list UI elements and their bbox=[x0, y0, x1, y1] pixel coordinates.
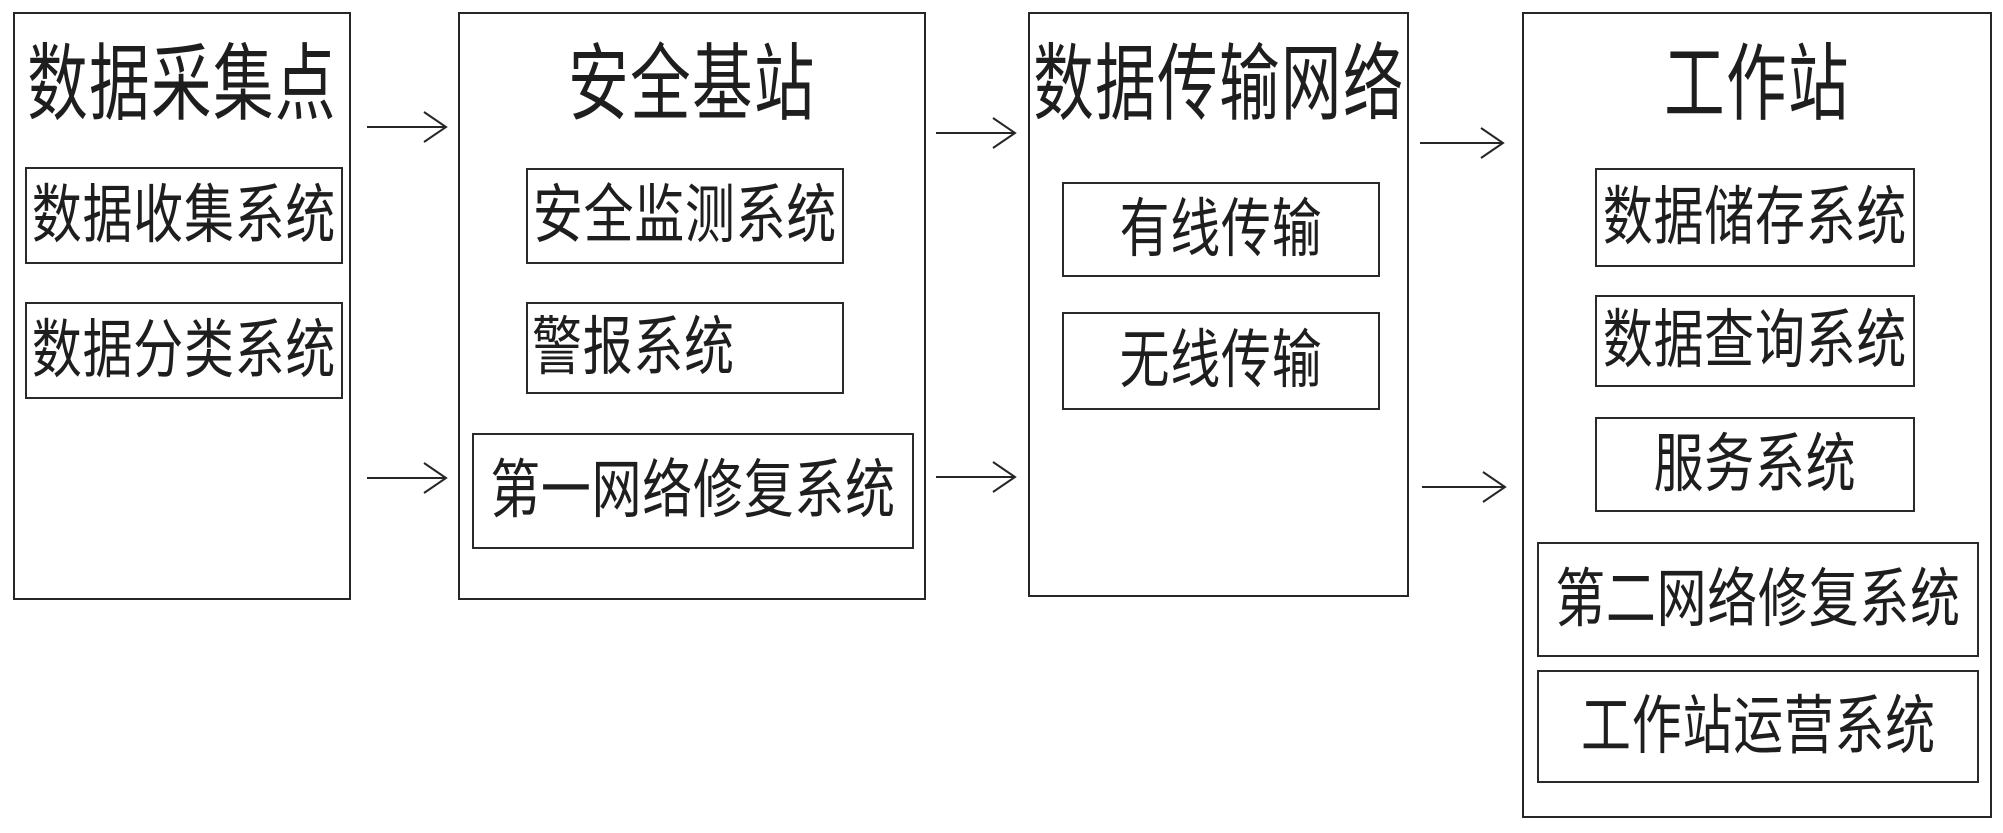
box-data-transmission-network: 数据传输网络 有线传输 无线传输 bbox=[1028, 12, 1409, 597]
subbox-wired-transmission: 有线传输 bbox=[1062, 182, 1380, 277]
subbox-data-storage-system: 数据储存系统 bbox=[1595, 168, 1915, 267]
box-title-security-base-station: 安全基站 bbox=[460, 30, 924, 142]
box-title-data-transmission-network: 数据传输网络 bbox=[1030, 30, 1407, 142]
title-text: 安全基站 bbox=[568, 39, 816, 132]
subbox-workstation-operation-system: 工作站运营系统 bbox=[1537, 670, 1979, 783]
subbox-data-classification-system: 数据分类系统 bbox=[25, 302, 343, 399]
subbox-data-query-system: 数据查询系统 bbox=[1595, 295, 1915, 387]
box-security-base-station: 安全基站 安全监测系统 警报系统 第一网络修复系统 bbox=[458, 12, 926, 600]
subbox-alarm-system: 警报系统 bbox=[526, 302, 844, 394]
subbox-second-network-repair-system: 第二网络修复系统 bbox=[1537, 542, 1979, 657]
box-title-data-collection-point: 数据采集点 bbox=[15, 30, 349, 142]
box-workstation: 工作站 数据储存系统 数据查询系统 服务系统 第二网络修复系统 工作站运营系统 bbox=[1522, 12, 1992, 818]
title-text: 数据采集点 bbox=[27, 39, 337, 132]
subbox-label: 有线传输 bbox=[1119, 193, 1323, 265]
subbox-label: 数据查询系统 bbox=[1602, 305, 1908, 376]
subbox-data-collection-system: 数据收集系统 bbox=[25, 167, 343, 264]
subbox-first-network-repair-system: 第一网络修复系统 bbox=[472, 433, 914, 549]
subbox-label: 数据储存系统 bbox=[1602, 181, 1908, 253]
title-text: 数据传输网络 bbox=[1032, 39, 1405, 132]
subbox-label: 第二网络修复系统 bbox=[1555, 563, 1961, 635]
subbox-wireless-transmission: 无线传输 bbox=[1062, 312, 1380, 410]
subbox-security-monitoring-system: 安全监测系统 bbox=[526, 168, 844, 264]
subbox-label: 数据分类系统 bbox=[31, 314, 337, 386]
flow-arrow-3-middle bbox=[1422, 469, 1508, 505]
subbox-service-system: 服务系统 bbox=[1595, 417, 1915, 512]
flow-arrow-1-top bbox=[367, 109, 449, 145]
flow-arrow-3-top bbox=[1420, 125, 1506, 161]
subbox-label: 服务系统 bbox=[1653, 428, 1857, 500]
flow-arrow-2-top bbox=[936, 115, 1018, 151]
subbox-label: 第一网络修复系统 bbox=[490, 455, 896, 526]
subbox-label: 安全监测系统 bbox=[532, 180, 838, 251]
subbox-label: 无线传输 bbox=[1119, 325, 1323, 396]
flow-arrow-2-middle bbox=[936, 459, 1018, 495]
flow-arrow-1-middle bbox=[367, 460, 449, 496]
title-text: 工作站 bbox=[1664, 39, 1850, 132]
subbox-label: 工作站运营系统 bbox=[1580, 690, 1936, 762]
subbox-label: 警报系统 bbox=[532, 312, 735, 383]
box-data-collection-point: 数据采集点 数据收集系统 数据分类系统 bbox=[13, 12, 351, 600]
subbox-label: 数据收集系统 bbox=[31, 179, 337, 251]
box-title-workstation: 工作站 bbox=[1524, 30, 1990, 142]
